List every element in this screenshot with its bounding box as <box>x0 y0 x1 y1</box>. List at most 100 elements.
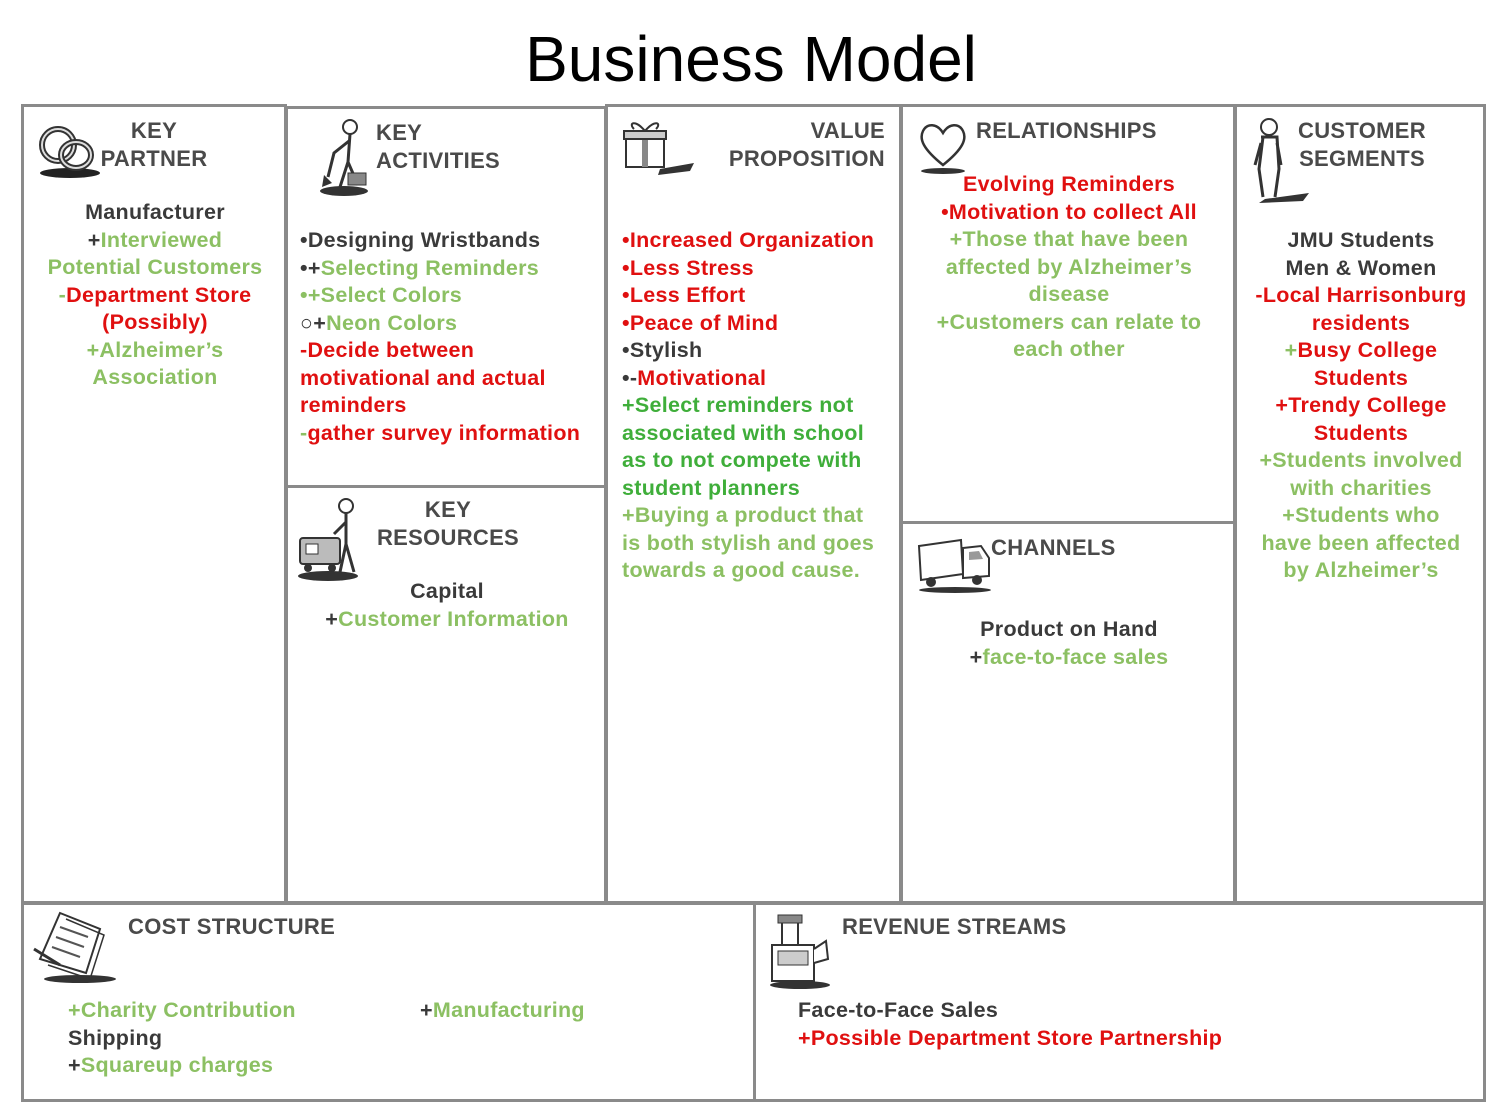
text-segment: each other <box>1013 337 1125 361</box>
text-line: +Alzheimer’s <box>24 337 286 365</box>
text-line: have been affected <box>1237 530 1485 558</box>
text-line: +Manufacturing <box>420 997 585 1025</box>
text-segment: student planners <box>622 475 801 500</box>
text-segment: +Trendy College <box>1275 393 1447 417</box>
key-activities-box: KEY ACTIVITIES •Designing Wristbands •+Se… <box>285 106 607 488</box>
text-line: +Busy College <box>1237 337 1485 365</box>
text-line: +Buying a product that <box>622 502 874 530</box>
text-segment: +Charity Contribution <box>68 998 296 1022</box>
heart-icon <box>920 124 966 174</box>
text-line: -gather survey information <box>300 420 580 448</box>
text-segment: + <box>68 1053 81 1077</box>
text-segment: •Less Stress <box>622 255 754 280</box>
text-line: •+Select Colors <box>300 282 580 310</box>
text-segment: +Select reminders not <box>622 393 854 417</box>
text-line: by Alzheimer’s <box>1237 557 1485 585</box>
text-segment: •Designing Wristbands <box>300 228 541 252</box>
text-segment: Product on Hand <box>980 617 1158 641</box>
cash-register-icon <box>770 914 830 989</box>
text-segment: - <box>300 420 308 445</box>
text-segment: + <box>87 227 101 252</box>
text-line: +face-to-face sales <box>903 644 1235 672</box>
key-resources-box: KEY RESOURCES Capital+Customer Informati… <box>285 485 607 904</box>
text-segment: JMU Students <box>1287 228 1435 252</box>
text-segment: +Those that have been <box>949 227 1189 251</box>
text-line: Students <box>1237 365 1485 393</box>
text-segment: face-to-face sales <box>982 644 1169 669</box>
worker-digging-icon <box>320 119 368 196</box>
key-activities-heading: KEY ACTIVITIES <box>376 120 501 173</box>
text-segment: •Increased Organization <box>622 228 875 252</box>
text-segment: Capital <box>410 579 484 603</box>
revenue-streams-content: Face-to-Face Sales+Possible Department S… <box>798 997 1222 1052</box>
text-segment: Neon Colors <box>326 310 458 335</box>
text-line: residents <box>1237 310 1485 338</box>
text-segment: Evolving Reminders <box>962 172 1176 196</box>
text-line: -Department Store <box>24 282 286 310</box>
text-segment: Manufacturing <box>432 998 585 1022</box>
text-segment: ○+ <box>300 310 327 335</box>
text-line: •Designing Wristbands <box>300 227 580 255</box>
text-line: +Students who <box>1237 502 1485 530</box>
text-segment: disease <box>1028 282 1110 306</box>
text-segment: •+ <box>300 255 321 280</box>
text-segment: associated with school <box>622 420 864 445</box>
text-line: +Customers can relate to <box>903 309 1235 337</box>
text-segment: + <box>1284 338 1298 362</box>
gift-box-icon <box>623 122 694 175</box>
text-line: motivational and actual <box>300 365 580 393</box>
text-line: JMU Students <box>1237 227 1485 255</box>
text-line: +Those that have been <box>903 226 1235 254</box>
text-line: -Local Harrisonburg <box>1237 282 1485 310</box>
text-segment: as to not compete with <box>622 448 862 472</box>
text-line: Evolving Reminders <box>903 171 1235 199</box>
text-segment: Students <box>1313 420 1409 445</box>
value-proposition-content: •Increased Organization•Less Stress•Less… <box>622 227 874 585</box>
text-line: +Charity Contribution <box>68 997 296 1025</box>
text-segment: Squareup charges <box>80 1053 274 1077</box>
text-line: with charities <box>1237 475 1485 503</box>
text-line: Capital <box>288 578 606 606</box>
text-line: towards a good cause. <box>622 557 874 585</box>
key-partner-heading: KEY PARTNER <box>100 118 208 171</box>
text-line: +Squareup charges <box>68 1052 296 1080</box>
text-line: •Less Stress <box>622 255 874 283</box>
text-segment: -Local Harrisonburg <box>1255 283 1467 307</box>
text-line: +Interviewed <box>24 227 286 255</box>
text-segment: + <box>420 998 433 1022</box>
text-segment: Interviewed <box>100 227 223 252</box>
text-segment: +Students involved <box>1259 448 1463 472</box>
text-segment: Motivational <box>637 365 767 390</box>
text-segment: motivational and actual <box>300 365 546 390</box>
text-line: disease <box>903 281 1235 309</box>
text-segment: Manufacturer <box>85 200 225 224</box>
cost-structure-col2: +Manufacturing <box>420 997 585 1025</box>
text-segment: •- <box>622 365 638 390</box>
text-segment: Students <box>1313 365 1409 390</box>
text-segment: Busy College <box>1297 338 1438 362</box>
text-line: (Possibly) <box>24 309 286 337</box>
text-segment: Shipping <box>68 1025 163 1050</box>
text-line: Manufacturer <box>24 199 286 227</box>
text-line: Men & Women <box>1237 255 1485 283</box>
text-segment: (Possibly) <box>102 310 208 334</box>
text-line: •Motivation to collect All <box>903 199 1235 227</box>
text-segment: residents <box>1311 310 1411 335</box>
text-line: +Possible Department Store Partnership <box>798 1025 1222 1053</box>
text-line: -Decide between <box>300 337 580 365</box>
text-line: as to not compete with <box>622 447 874 475</box>
text-line: •-Motivational <box>622 365 874 393</box>
person-standing-icon <box>1253 118 1309 203</box>
text-segment: +Possible Department Store Partnership <box>798 1025 1223 1050</box>
key-resources-content: Capital+Customer Information <box>288 578 606 633</box>
text-line: •Peace of Mind <box>622 310 874 338</box>
text-line: associated with school <box>622 420 874 448</box>
text-segment: reminders <box>300 393 407 417</box>
text-line: +Students involved <box>1237 447 1485 475</box>
text-line: affected by Alzheimer’s <box>903 254 1235 282</box>
revenue-streams-box: REVENUE STREAMS Face-to-Face Sales+Possi… <box>753 902 1486 1102</box>
text-segment: +Students who <box>1282 503 1440 527</box>
